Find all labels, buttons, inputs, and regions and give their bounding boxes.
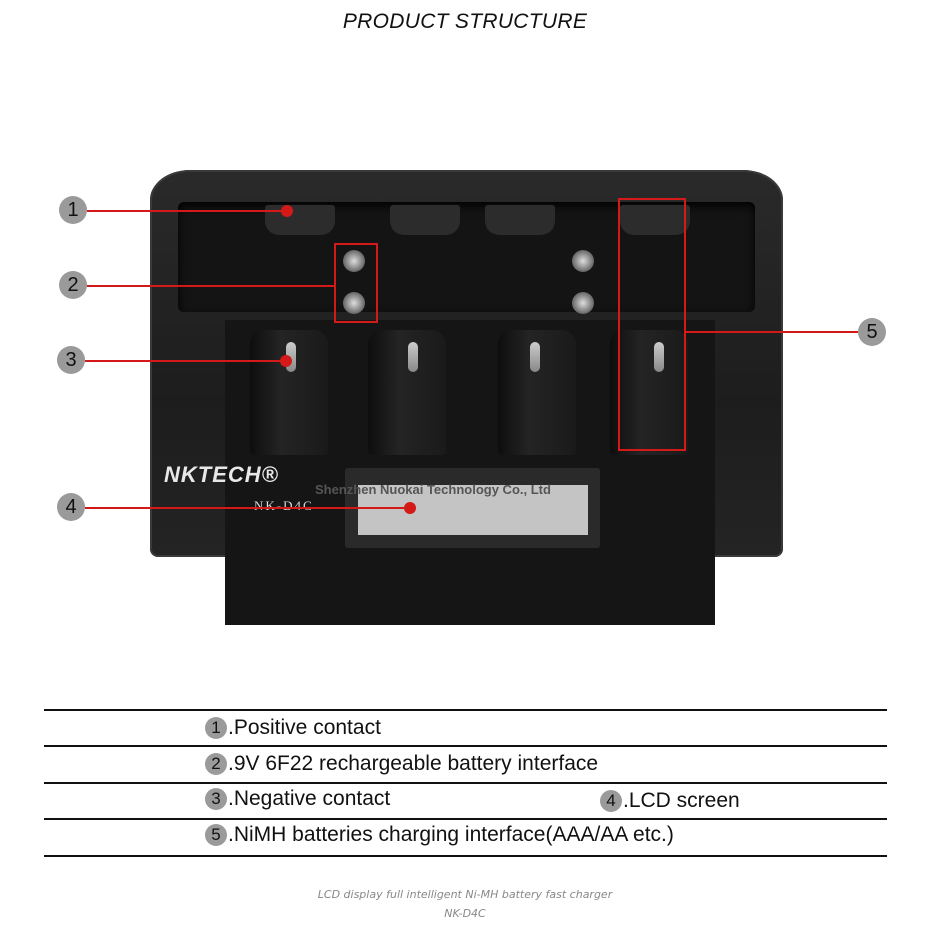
top-slot [620,205,690,235]
legend-badge-2: 2 [205,753,227,775]
divider [44,745,887,747]
legend-badge-5: 5 [205,824,227,846]
negative-spring [408,342,418,372]
cell-slot [610,330,688,455]
callout-line-4 [85,507,410,509]
model-label: NK-D4C [254,498,314,513]
page-title: PRODUCT STRUCTURE [342,10,588,33]
charger-image: Shenzhen Nuokai Technology Co., Ltd NKTE… [150,170,783,625]
negative-spring [530,342,540,372]
callout-2: 2 [59,271,87,299]
watermark-text: Shenzhen Nuokai Technology Co., Ltd [315,482,551,497]
callout-3: 3 [57,346,85,374]
callout-line-3 [85,360,285,362]
legend-text-2: .9V 6F22 rechargeable battery interface [228,752,599,775]
divider [44,818,887,820]
callout-dot-1 [281,205,293,217]
callout-line-1 [87,210,286,212]
9v-terminal [572,250,594,272]
divider [44,782,887,784]
callout-box-5 [618,198,686,451]
legend-item-3: 3 .Negative contact [205,787,390,811]
caption-line-2: NK-D4C [444,907,486,920]
cell-slot [368,330,446,455]
legend-badge-3: 3 [205,788,227,810]
lcd-screen [358,485,588,535]
9v-terminal [343,250,365,272]
divider [44,709,887,711]
brand-logo: NKTECH® [164,462,279,487]
legend-badge-1: 1 [205,717,227,739]
legend-text-5: .NiMH batteries charging interface(AAA/A… [228,823,674,846]
callout-line-5 [686,331,858,333]
caption-line-1: LCD display full intelligent Ni-MH batte… [317,888,613,901]
legend-text-3: .Negative contact [228,787,391,810]
callout-dot-3 [280,355,292,367]
callout-box-2 [334,243,378,323]
legend-badge-4: 4 [600,790,622,812]
9v-terminal [572,292,594,314]
callout-1: 1 [59,196,87,224]
top-slot [485,205,555,235]
callout-dot-4 [404,502,416,514]
legend-item-2: 2 .9V 6F22 rechargeable battery interfac… [205,752,598,776]
callout-line-2 [87,285,335,287]
9v-terminal [343,292,365,314]
callout-5: 5 [858,318,886,346]
divider [44,855,887,857]
legend-item-5: 5 .NiMH batteries charging interface(AAA… [205,823,674,847]
top-slot [390,205,460,235]
negative-spring [654,342,664,372]
callout-4: 4 [57,493,85,521]
legend-text-1: .Positive contact [228,716,381,739]
legend-text-4: .LCD screen [623,789,740,812]
legend-item-4: 4 .LCD screen [600,789,740,813]
legend-item-1: 1 .Positive contact [205,716,381,740]
